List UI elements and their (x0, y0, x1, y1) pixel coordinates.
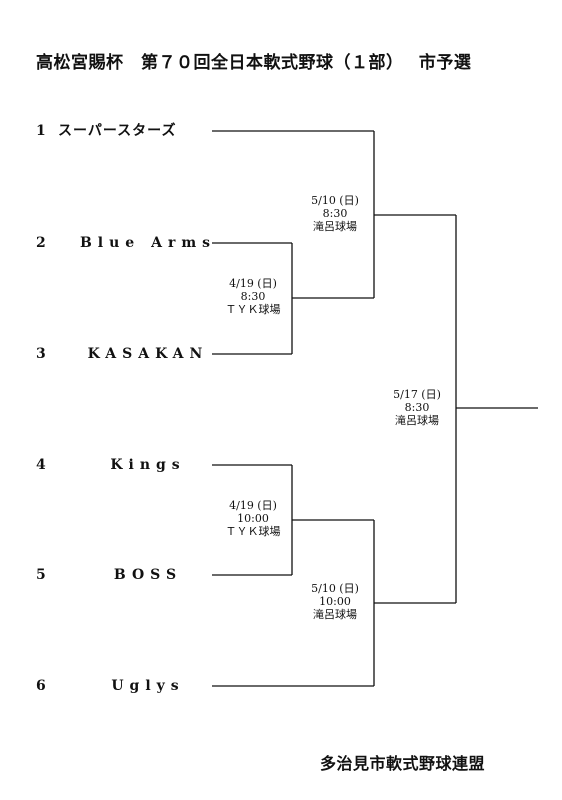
team-name: KASAKAN (87, 346, 209, 362)
match-venue: ＴＹＫ球場 (225, 303, 281, 316)
team-seed: 3 (36, 346, 46, 362)
match-r1-top: 4/19 (日) 8:30 ＴＹＫ球場 (208, 277, 298, 316)
match-venue: 滝呂球場 (313, 608, 357, 621)
team-seed: 6 (36, 678, 46, 694)
match-time: 8:30 (240, 290, 266, 303)
match-date: 4/19 (日) (229, 277, 277, 290)
organizer-name: 多治見市軟式野球連盟 (320, 754, 486, 773)
match-venue: ＴＹＫ球場 (225, 525, 281, 538)
match-time: 10:00 (319, 595, 351, 608)
match-date: 5/17 (日) (393, 388, 441, 401)
team-seed: 4 (36, 457, 46, 473)
team-name: BOSS (113, 567, 183, 583)
match-semi-bottom: 5/10 (日) 10:00 滝呂球場 (290, 582, 380, 621)
match-venue: 滝呂球場 (313, 220, 357, 233)
match-date: 4/19 (日) (229, 499, 277, 512)
team-seed: 2 (36, 235, 46, 251)
match-r1-bottom: 4/19 (日) 10:00 ＴＹＫ球場 (208, 499, 298, 538)
match-venue: 滝呂球場 (395, 414, 439, 427)
team-name: Kings (110, 457, 186, 473)
match-time: 10:00 (237, 512, 269, 525)
team-seed: 1 (36, 123, 46, 139)
team-name: Uglys (111, 678, 185, 694)
match-final: 5/17 (日) 8:30 滝呂球場 (372, 388, 462, 427)
match-time: 8:30 (404, 401, 430, 414)
team-name: スーパースターズ (58, 123, 177, 139)
team-name: Blue Arms (79, 235, 217, 251)
page-title: 高松宮賜杯 第７０回全日本軟式野球（１部） 市予選 (36, 53, 472, 73)
match-date: 5/10 (日) (311, 582, 359, 595)
match-date: 5/10 (日) (311, 194, 359, 207)
match-time: 8:30 (322, 207, 348, 220)
team-seed: 5 (36, 567, 46, 583)
match-semi-top: 5/10 (日) 8:30 滝呂球場 (290, 194, 380, 233)
